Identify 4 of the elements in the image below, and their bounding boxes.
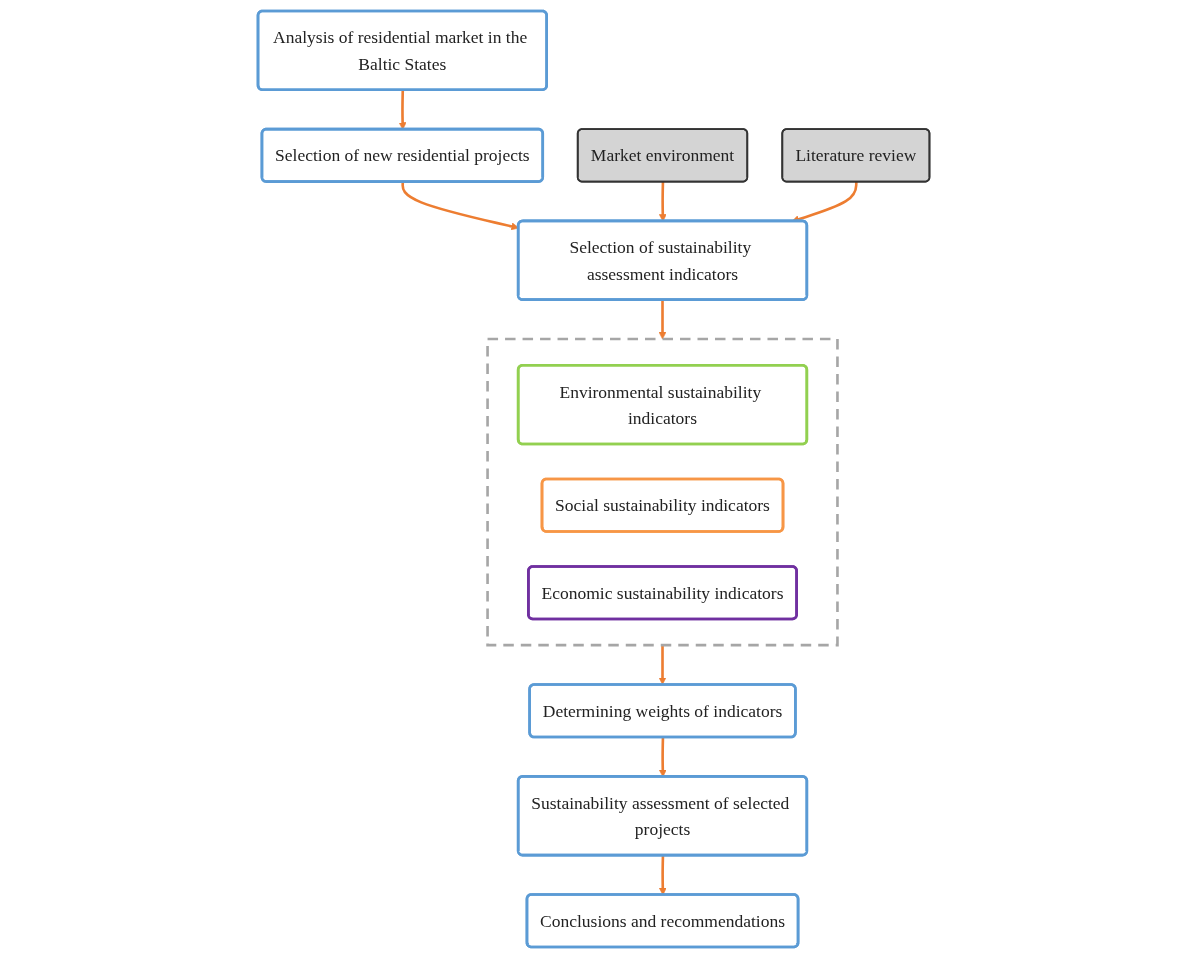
arrow [658,299,667,339]
cluster [486,337,840,646]
arrow [658,644,667,685]
arrow [659,855,667,895]
